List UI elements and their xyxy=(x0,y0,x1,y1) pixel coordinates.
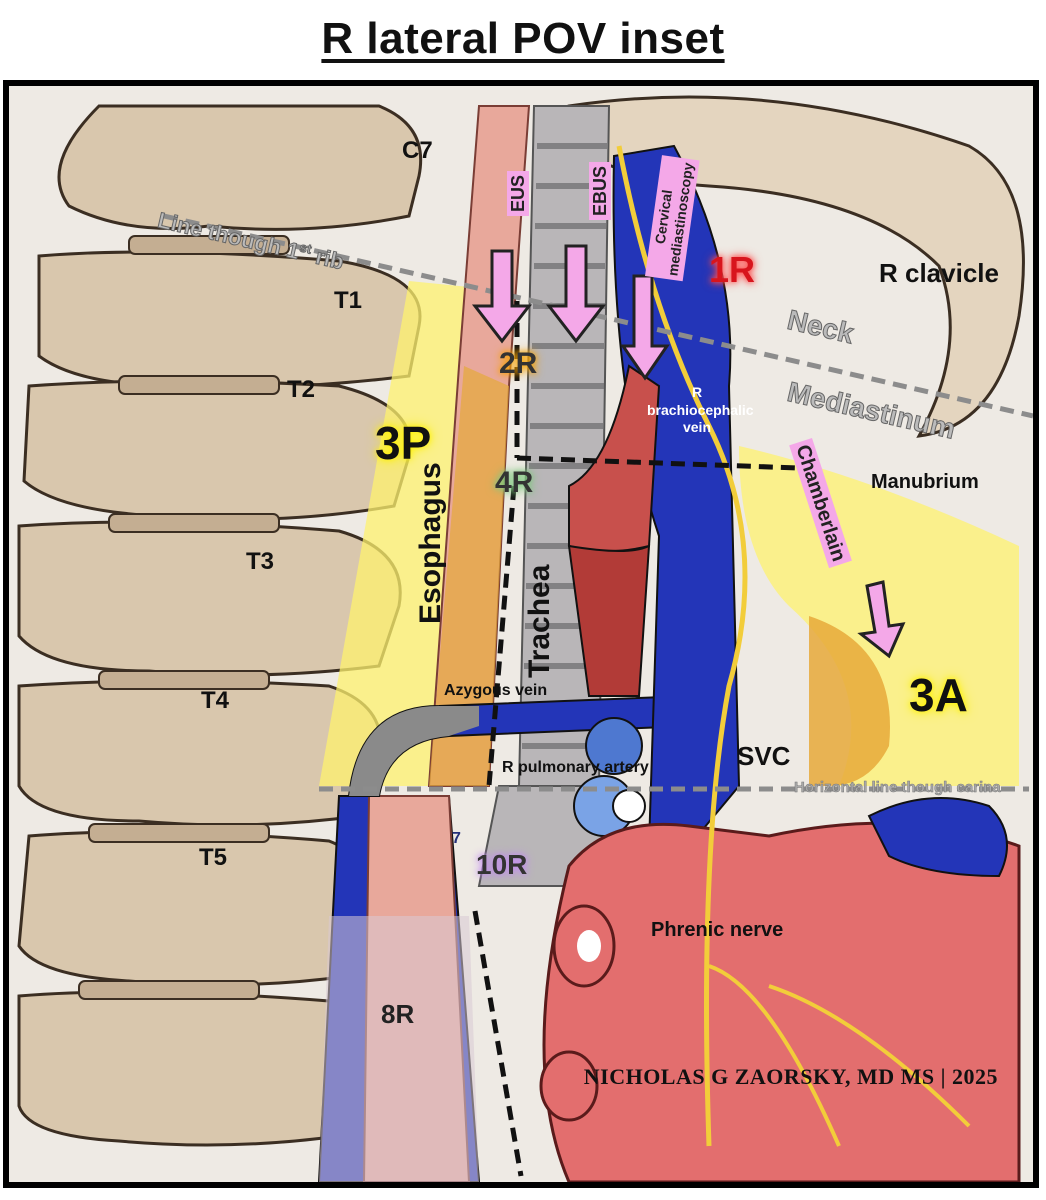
label-trachea: Trachea xyxy=(523,564,556,678)
station-3a: 3A xyxy=(909,669,968,721)
label-svc: SVC xyxy=(737,741,791,771)
phrenic-nerve xyxy=(616,145,748,1147)
label-ebus: EBUS xyxy=(589,161,611,220)
chamberlain-arrow xyxy=(857,580,906,659)
anatomy-drawing xyxy=(9,86,1033,1182)
station-8r: 8R xyxy=(381,999,415,1029)
vertebra-t2: T2 xyxy=(287,376,316,403)
label-esophagus: Esophagus xyxy=(414,462,447,624)
station-2r: 2R xyxy=(499,347,538,380)
vertebra-t3: T3 xyxy=(246,548,275,575)
label-r-clavicle: R clavicle xyxy=(879,258,999,288)
label-phrenic-nerve: Phrenic nerve xyxy=(651,919,784,941)
label-r-brachiocephalic-vein: R brachiocephalic vein xyxy=(647,384,754,437)
label-eus: EUS xyxy=(507,170,529,216)
station-3p: 3P xyxy=(375,417,432,469)
label-manubrium: Manubrium xyxy=(871,471,979,493)
station-1r: 1R xyxy=(709,249,756,290)
station-7: 7 xyxy=(452,830,461,847)
vertebra-c7: C7 xyxy=(402,137,433,164)
approach-arrows xyxy=(471,244,906,659)
author-credit: NICHOLAS G ZAORSKY, MD MS | 2025 xyxy=(583,1064,998,1089)
station-4r: 4R xyxy=(495,466,534,499)
label-azygous-vein: Azygous vein xyxy=(444,682,548,699)
heart xyxy=(542,821,1021,1182)
page-title: R lateral POV inset xyxy=(321,14,725,63)
boundary-lines xyxy=(163,213,1033,1177)
label-line-carina: Horizontal line though carina xyxy=(794,779,1001,796)
brachiocephalic-line-1: R xyxy=(691,384,703,400)
vertebra-t5: T5 xyxy=(199,844,228,871)
label-r-pulmonary-artery: R pulmonary artery xyxy=(502,759,649,776)
vertebra-t1: T1 xyxy=(334,287,363,314)
vertebra-t4: T4 xyxy=(201,687,230,714)
brachiocephalic-line-2: brachiocephalic xyxy=(647,401,754,418)
spine xyxy=(17,104,423,1147)
station-10r: 10R xyxy=(476,849,528,880)
brachiocephalic-line-3: vein xyxy=(682,419,711,435)
anatomy-illustration: C7 T1 T2 T3 T4 T5 R clavicle Manubrium E… xyxy=(3,80,1039,1188)
